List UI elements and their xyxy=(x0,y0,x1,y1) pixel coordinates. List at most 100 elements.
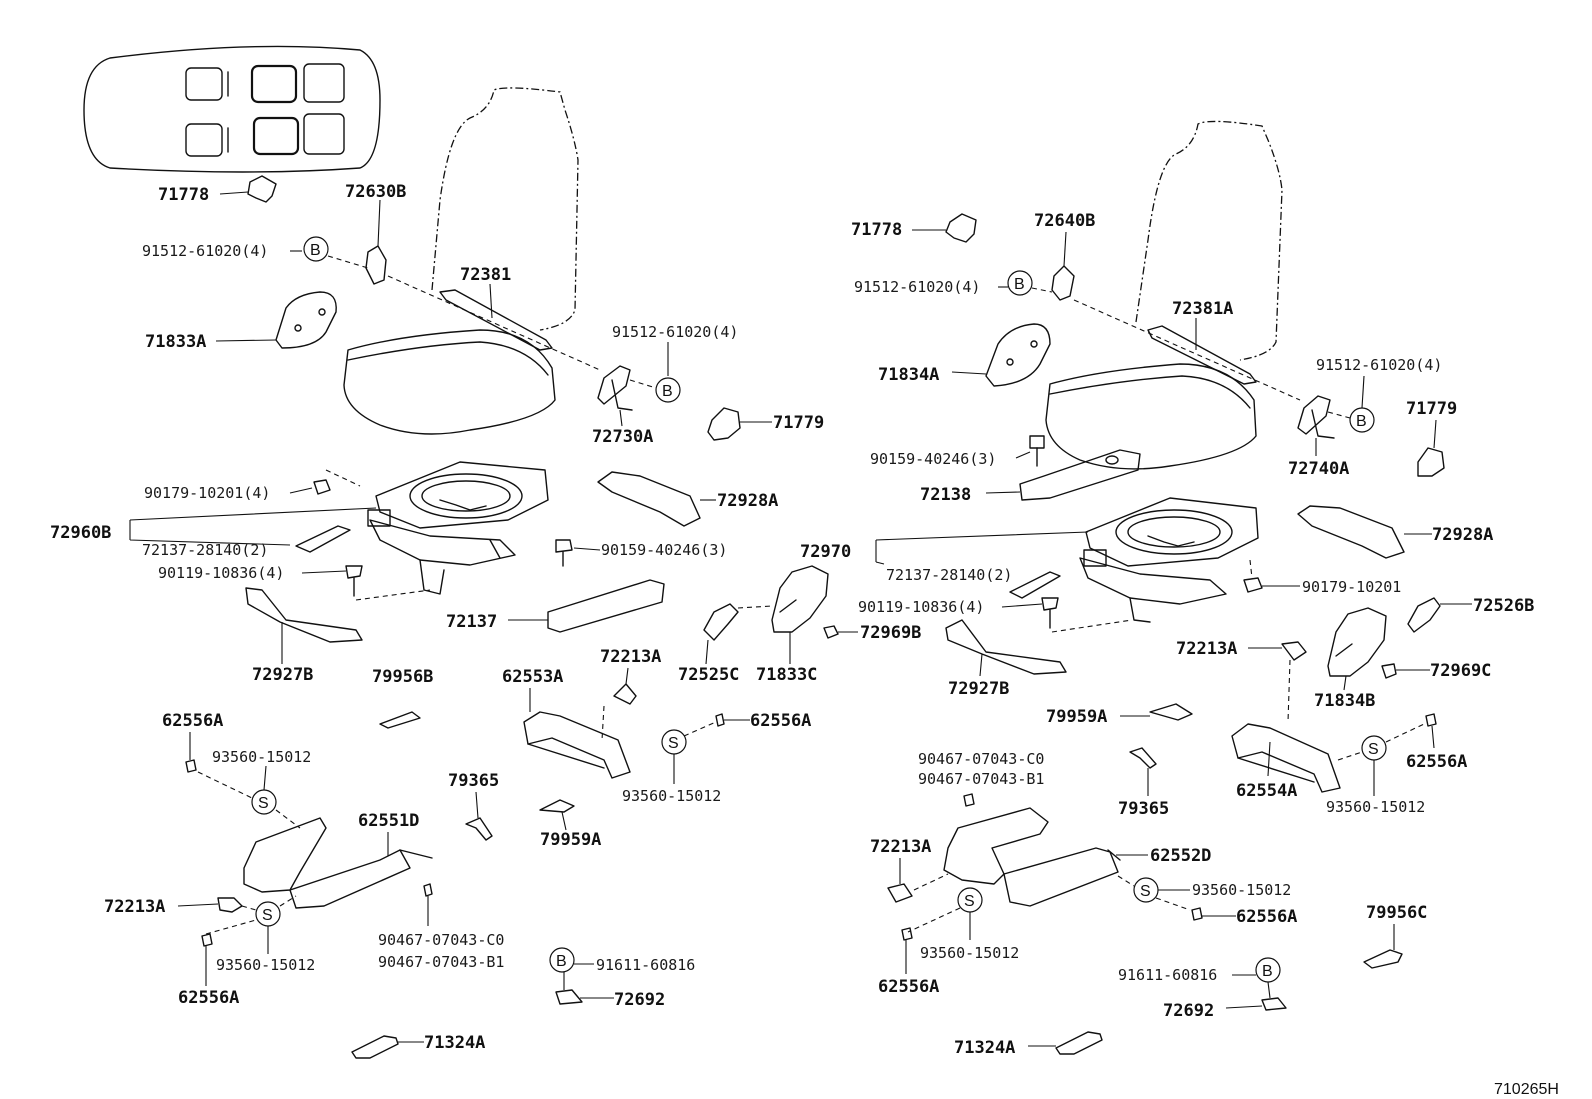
label-72969C: 72969C xyxy=(1430,661,1491,681)
label-72213A-left-bot: 72213A xyxy=(104,897,165,917)
label-71833A: 71833A xyxy=(145,332,206,352)
label-72526B: 72526B xyxy=(1473,596,1534,616)
label-71779-right: 71779 xyxy=(1406,399,1457,419)
label-93560-right-mid: 93560-15012 xyxy=(1192,881,1291,899)
part-71324A-right-shape xyxy=(1055,1031,1103,1055)
label-91611-right: 91611-60816 xyxy=(1118,966,1217,984)
seat-cushion-right xyxy=(1045,363,1257,470)
label-72970: 72970 xyxy=(800,542,851,562)
label-79959A-left: 79959A xyxy=(540,830,601,850)
label-71834B: 71834B xyxy=(1314,691,1375,711)
bolt-symbol-left-c xyxy=(549,947,575,973)
label-62552D: 62552D xyxy=(1150,846,1211,866)
label-90467-c0-left: 90467-07043-C0 xyxy=(378,931,504,949)
seatback-outline-left xyxy=(431,87,579,331)
screw-letter-left-bot: S xyxy=(262,907,273,924)
part-72927B-left-shape xyxy=(245,587,363,643)
label-62553A: 62553A xyxy=(502,667,563,687)
seat-frame-right xyxy=(1079,497,1259,623)
label-79959A-right: 79959A xyxy=(1046,707,1107,727)
part-72137-shape xyxy=(547,579,665,633)
label-90119-right: 90119-10836(4) xyxy=(858,598,984,616)
bolt-letter-right-b: B xyxy=(1356,413,1367,430)
label-72137-28140-right: 72137-28140(2) xyxy=(886,566,1012,584)
bolt-letter-left-a: B xyxy=(310,242,321,259)
label-72927B-left: 72927B xyxy=(252,665,313,685)
label-91512-left-b: 91512-61020(4) xyxy=(612,323,738,341)
part-71834B-shape xyxy=(1327,607,1387,677)
part-71779-left-shape xyxy=(707,407,741,441)
part-71833C-shape xyxy=(771,565,829,633)
seatback-outline-right xyxy=(1135,120,1283,361)
label-71834A: 71834A xyxy=(878,365,939,385)
label-72928A-left: 72928A xyxy=(717,491,778,511)
label-72213A-right-bot: 72213A xyxy=(870,837,931,857)
label-90467-b1-left: 90467-07043-B1 xyxy=(378,953,504,971)
part-71778-right-shape xyxy=(945,213,977,243)
label-72692-left: 72692 xyxy=(614,990,665,1010)
label-72640B: 72640B xyxy=(1034,211,1095,231)
part-72525C-shape xyxy=(703,603,739,641)
part-71778-left-shape xyxy=(247,175,277,203)
label-71779-left: 71779 xyxy=(773,413,824,433)
part-62551D-shape xyxy=(243,817,433,909)
label-62556A-right-right: 62556A xyxy=(1406,752,1467,772)
label-91512-left-a: 91512-61020(4) xyxy=(142,242,268,260)
label-90119-left: 90119-10836(4) xyxy=(158,564,284,582)
part-72381-shape xyxy=(439,289,553,351)
label-62556A-left-bot: 62556A xyxy=(178,988,239,1008)
label-91512-right-b: 91512-61020(4) xyxy=(1316,356,1442,374)
part-62553A-shape xyxy=(523,711,631,779)
label-72138: 72138 xyxy=(920,485,971,505)
bolt-letter-right-a: B xyxy=(1014,276,1025,293)
part-72630B-shape xyxy=(365,245,387,285)
label-71324A-left: 71324A xyxy=(424,1033,485,1053)
label-90467-c0-right: 90467-07043-C0 xyxy=(918,750,1044,768)
label-90467-b1-right: 90467-07043-B1 xyxy=(918,770,1044,788)
label-72213A-right-top: 72213A xyxy=(1176,639,1237,659)
label-93560-left-bot: 93560-15012 xyxy=(216,956,315,974)
label-71778-left: 71778 xyxy=(158,185,209,205)
part-72381A-shape xyxy=(1147,325,1257,385)
seat-frame-left xyxy=(367,461,549,595)
label-72525C: 72525C xyxy=(678,665,739,685)
label-62556A-left-top: 62556A xyxy=(162,711,223,731)
bolt-letter-right-c: B xyxy=(1262,963,1273,980)
part-72138-shape xyxy=(1019,449,1141,501)
part-71833A-shape xyxy=(275,291,337,349)
label-62556A-right-mid: 62556A xyxy=(1236,907,1297,927)
label-90179-left: 90179-10201(4) xyxy=(144,484,270,502)
seat-cushion-left xyxy=(343,329,556,435)
bolt-symbol-right-a xyxy=(1007,270,1033,296)
screw-letter-right-mid: S xyxy=(1140,883,1151,900)
label-72928A-right: 72928A xyxy=(1432,525,1493,545)
label-62551D: 62551D xyxy=(358,811,419,831)
label-72630B: 72630B xyxy=(345,182,406,202)
label-79365-right: 79365 xyxy=(1118,799,1169,819)
label-72137-28140-left: 72137-28140(2) xyxy=(142,541,268,559)
part-72526B-shape xyxy=(1407,597,1441,633)
bolt-letter-left-c: B xyxy=(556,953,567,970)
screw-letter-left-mid: S xyxy=(668,735,679,752)
label-72381: 72381 xyxy=(460,265,511,285)
label-71778-right: 71778 xyxy=(851,220,902,240)
part-62552D-shape xyxy=(943,807,1121,907)
label-93560-right-right: 93560-15012 xyxy=(1326,798,1425,816)
label-72969B: 72969B xyxy=(860,623,921,643)
label-62554A: 62554A xyxy=(1236,781,1297,801)
label-91611-left: 91611-60816 xyxy=(596,956,695,974)
label-90159-right: 90159-40246(3) xyxy=(870,450,996,468)
screw-symbol-left-top xyxy=(251,789,277,815)
part-72928A-left-shape xyxy=(597,471,701,527)
bolt-symbol-left-a xyxy=(303,236,329,262)
label-72137: 72137 xyxy=(446,612,497,632)
label-93560-right-bot: 93560-15012 xyxy=(920,944,1019,962)
part-72928A-right-shape xyxy=(1297,505,1405,559)
label-79956C: 79956C xyxy=(1366,903,1427,923)
bolt-symbol-right-b xyxy=(1349,407,1375,433)
label-71833C: 71833C xyxy=(756,665,817,685)
label-79365-left: 79365 xyxy=(448,771,499,791)
label-72740A: 72740A xyxy=(1288,459,1349,479)
part-72927B-right-shape xyxy=(945,619,1067,675)
